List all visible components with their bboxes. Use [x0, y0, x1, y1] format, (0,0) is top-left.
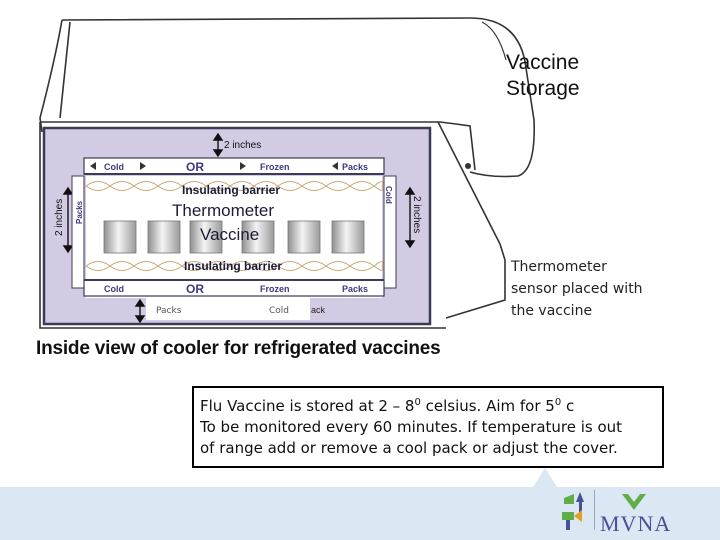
bottom-pack-packs: Packs — [342, 284, 368, 294]
bottom-pack-cold: Cold — [104, 284, 124, 294]
info-line-1-part-b: celsius. Aim for 5 — [420, 397, 555, 415]
slide-title-line-2: Storage — [506, 77, 580, 100]
info-line-3: of range add or remove a cool pack or ad… — [200, 439, 618, 457]
bottom-insulating-label: Insulating barrier — [184, 259, 282, 273]
thermometer-label: Thermometer — [172, 201, 274, 220]
top-insulating-label: Insulating barrier — [182, 183, 280, 197]
right-side-pack — [383, 175, 397, 289]
left-side-pack — [71, 175, 85, 289]
callout-pointer — [533, 468, 557, 487]
top-pack-strip: Cold OR Frozen Packs — [83, 157, 385, 175]
under-strip-overlay — [146, 298, 310, 320]
sensor-note: Thermometer sensor placed with the vacci… — [511, 256, 643, 322]
mvna-logo-text: MVNA — [600, 511, 672, 536]
mvna-logo-icon — [562, 492, 584, 530]
mvna-logo-chevron-icon — [622, 494, 646, 510]
bottom-pack-frozen: Frozen — [260, 284, 290, 294]
left-spacing-arrow — [62, 186, 74, 254]
left-side-pack-label: Packs — [75, 200, 84, 224]
sensor-note-line-3: the vaccine — [511, 303, 593, 319]
left-spacing-label: 2 inches — [54, 199, 65, 236]
top-spacing-label: 2 inches — [224, 140, 261, 151]
top-spacing-arrow — [212, 132, 224, 158]
slide-title: Vaccine Storage — [506, 50, 580, 102]
cooler-handle-dot — [465, 163, 471, 169]
sensor-note-line-2: sensor placed with — [511, 281, 643, 297]
top-pack-cold: Cold — [104, 162, 124, 172]
bottom-spacing-arrow — [134, 298, 146, 324]
bottom-pack-or: OR — [186, 282, 204, 296]
info-line-1-superscript-2: 0 — [554, 397, 562, 408]
top-insulating-barrier — [85, 181, 384, 191]
diagram-caption: Inside view of cooler for refrigerated v… — [36, 338, 441, 359]
sensor-note-line-1: Thermometer — [511, 259, 607, 275]
info-line-2: To be monitored every 60 minutes. If tem… — [200, 418, 623, 436]
vaccine-vials — [103, 220, 365, 254]
logo-divider — [594, 490, 595, 530]
info-line-1-superscript-1: 0 — [414, 397, 421, 408]
vaccine-label: Vaccine — [200, 225, 259, 244]
top-pack-frozen: Frozen — [260, 162, 290, 172]
bottom-insulating-barrier — [85, 261, 384, 271]
info-line-1: Flu Vaccine is stored at 2 – 80 celsius.… — [200, 392, 662, 417]
right-spacing-arrow — [404, 186, 416, 249]
info-line-1-part-c: c — [561, 397, 575, 415]
slide-title-line-1: Vaccine — [506, 51, 580, 74]
right-spacing-label: 2 inches — [411, 196, 422, 233]
top-pack-or: OR — [186, 160, 204, 174]
top-pack-packs: Packs — [342, 162, 368, 172]
bottom-pack-strip: Cold OR Frozen Packs — [83, 279, 385, 297]
storage-info-box: Flu Vaccine is stored at 2 – 80 celsius.… — [192, 386, 664, 468]
footer-band — [0, 487, 720, 540]
under-strip-cold: Cold — [269, 306, 289, 316]
info-line-1-part-a: Flu Vaccine is stored at 2 – 8 — [200, 397, 415, 415]
cooler-outline — [39, 17, 535, 329]
under-strip-ack: ack — [311, 305, 326, 315]
right-side-pack-label: Cold — [384, 186, 393, 204]
under-strip-packs: Packs — [156, 306, 182, 316]
